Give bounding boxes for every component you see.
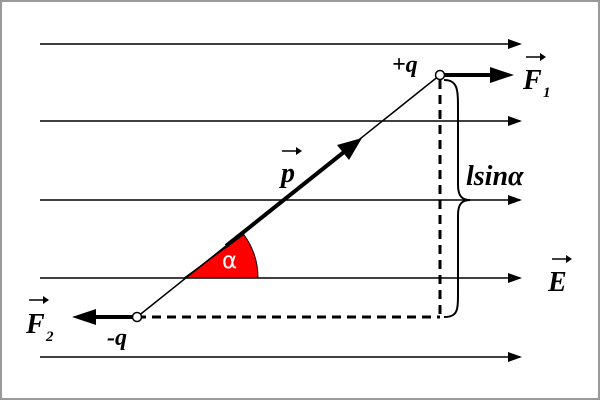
field-arrowhead-icon <box>508 352 522 362</box>
arm-length-brace <box>443 79 471 318</box>
force-two-arrowhead-icon <box>72 309 96 325</box>
plus-charge-dot <box>434 69 446 81</box>
plus-charge-label: +q <box>392 52 418 78</box>
minus-charge-dot <box>131 311 143 323</box>
dipole-moment-overarrow-icon <box>282 147 302 155</box>
force-one-overarrow-icon <box>526 53 546 61</box>
field-arrowhead-icon <box>508 195 522 205</box>
minus-charge-label: -q <box>107 325 127 351</box>
arm-length-label: lsinα <box>466 161 524 192</box>
force-two-label: F <box>25 309 45 340</box>
angle-sector <box>182 233 259 279</box>
dipole-moment-label: p <box>279 158 295 189</box>
field-arrowhead-icon <box>508 39 522 49</box>
dipole-moment-vector <box>224 150 346 248</box>
field-overarrow-icon <box>552 255 572 263</box>
field-arrowhead-icon <box>508 273 522 283</box>
force-two-subscript: 2 <box>45 329 54 345</box>
dipole-moment-arrowhead-icon <box>337 138 362 160</box>
force-one-label: F <box>522 65 542 96</box>
force-two-overarrow-icon <box>29 296 49 304</box>
force-one-arrowhead-icon <box>490 67 514 83</box>
field-lines <box>40 43 520 358</box>
force-one-subscript: 1 <box>543 85 551 101</box>
field-arrowhead-icon <box>508 116 522 126</box>
field-arrowheads <box>508 39 522 362</box>
field-label: E <box>547 267 567 298</box>
angle-label: α <box>222 248 237 274</box>
